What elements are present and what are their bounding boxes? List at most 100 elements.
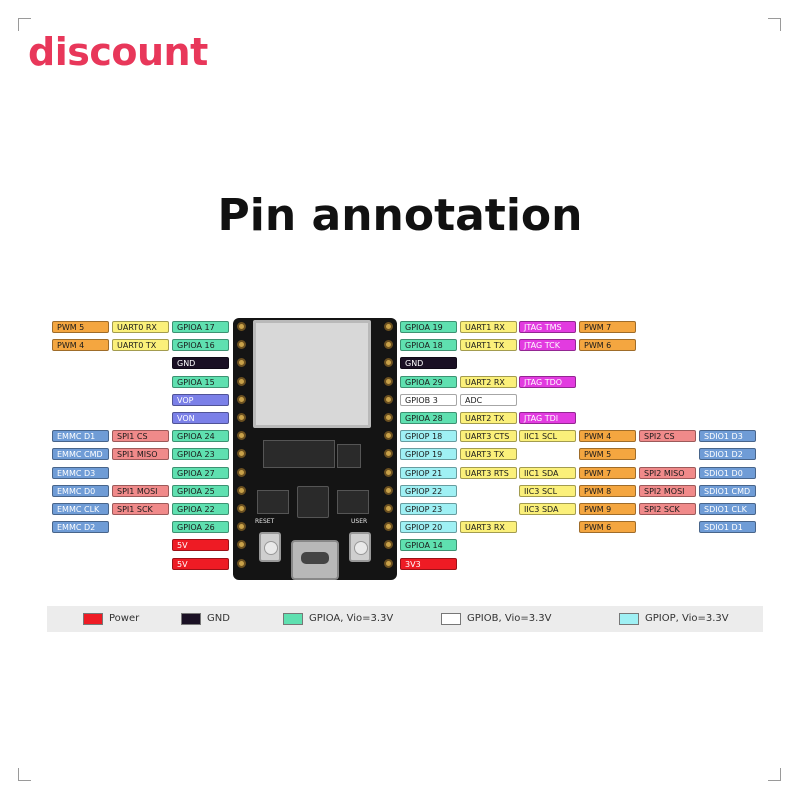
pin-label: PWM 8	[579, 484, 636, 497]
pin-label: JTAG TDI	[519, 412, 576, 424]
pin-label: GPIOP 20	[400, 521, 457, 534]
pin-label: GPIOA 24	[172, 430, 229, 443]
user-button[interactable]	[349, 532, 371, 562]
pin-label: SPI1 SCK	[112, 503, 169, 515]
header-pin	[237, 358, 246, 368]
pin-label: PWM 7	[579, 466, 636, 479]
pin-label: VON	[172, 412, 229, 424]
pin-label: GPIOA 23	[172, 448, 229, 461]
header-pin	[384, 394, 393, 404]
header-pin	[384, 431, 393, 441]
pin-label: GPIOA 17	[172, 321, 229, 333]
header-pin	[384, 449, 393, 459]
pin-label: SDIO1 CMD	[699, 484, 756, 497]
frame-corner-top-right	[768, 18, 781, 31]
ram-chip	[263, 440, 335, 468]
pin-label: VOP	[172, 393, 229, 406]
pin-label: GPIOP 19	[400, 448, 457, 461]
pin-label: SPI1 MISO	[112, 448, 169, 461]
reset-button[interactable]	[259, 532, 281, 562]
header-pin	[384, 340, 393, 350]
header-pin	[237, 485, 246, 495]
header-pin	[237, 449, 246, 459]
pin-label: PWM 6	[579, 339, 636, 352]
pin-label: GPIOP 18	[400, 430, 457, 443]
pin-label: EMMC D3	[52, 466, 109, 479]
pin-label: GPIOA 15	[172, 375, 229, 388]
header-pin	[237, 540, 246, 550]
pin-label: PWM 6	[579, 521, 636, 534]
pin-label: EMMC CLK	[52, 503, 109, 515]
pin-label: EMMC D1	[52, 430, 109, 443]
pin-label: GPIOB 3	[400, 393, 457, 406]
header-pin	[237, 413, 246, 422]
pin-label: SPI1 CS	[112, 430, 169, 443]
header-pin	[237, 376, 246, 386]
pin-label: PWM 5	[579, 448, 636, 461]
pin-label: IIC1 SCL	[519, 430, 576, 443]
header-pin	[237, 340, 246, 350]
pin-label: UART3 RX	[460, 521, 517, 534]
pin-label: GPIOA 27	[172, 466, 229, 479]
header-pin	[384, 358, 393, 368]
pin-label: SDIO1 CLK	[699, 503, 756, 515]
pin-label: IIC3 SCL	[519, 484, 576, 497]
pin-label: JTAG TCK	[519, 339, 576, 352]
pin-label: ADC	[460, 393, 517, 406]
pin-label: 3V3	[400, 557, 457, 570]
pmic-chip	[337, 444, 361, 468]
header-pin	[384, 467, 393, 477]
board: RESET USER	[233, 318, 397, 580]
legend-swatch	[283, 613, 303, 625]
controller-chip	[297, 486, 329, 518]
pin-label: SPI2 SCK	[639, 503, 696, 515]
pin-label: JTAG TDO	[519, 375, 576, 388]
pin-label: GND	[400, 357, 457, 370]
legend-swatch	[441, 613, 461, 625]
pin-label: GPIOP 22	[400, 484, 457, 497]
pin-label: SPI2 CS	[639, 430, 696, 443]
pin-label: UART2 RX	[460, 375, 517, 388]
pin-label: UART0 RX	[112, 321, 169, 333]
pin-label: 5V	[172, 557, 229, 570]
pin-label: GPIOA 19	[400, 321, 457, 333]
header-pin	[384, 322, 393, 331]
pin-label: UART3 TX	[460, 448, 517, 461]
sensor-chip	[337, 490, 369, 514]
header-pin	[384, 485, 393, 495]
frame-corner-bottom-right	[768, 768, 781, 781]
frame-corner-bottom-left	[18, 768, 31, 781]
reset-silk-label: RESET	[255, 518, 275, 525]
header-pin	[237, 522, 246, 532]
pin-label: IIC3 SDA	[519, 503, 576, 515]
pin-label: SPI2 MISO	[639, 466, 696, 479]
pin-label: SDIO1 D1	[699, 521, 756, 534]
pin-label: PWM 4	[52, 339, 109, 352]
header-pin	[237, 467, 246, 477]
pin-label: UART2 TX	[460, 412, 517, 424]
pin-label: GPIOA 28	[400, 412, 457, 424]
legend-label: GPIOA, Vio=3.3V	[309, 613, 394, 624]
pin-label: PWM 5	[52, 321, 109, 333]
pin-label: IIC1 SDA	[519, 466, 576, 479]
pin-label: GPIOA 25	[172, 484, 229, 497]
pin-label: UART3 RTS	[460, 466, 517, 479]
pin-label: GPIOA 22	[172, 503, 229, 515]
pin-label: SDIO1 D3	[699, 430, 756, 443]
pin-label: GPIOP 21	[400, 466, 457, 479]
pin-label: UART0 TX	[112, 339, 169, 352]
legend-label: Power	[109, 613, 140, 624]
pin-label: PWM 9	[579, 503, 636, 515]
usb-c-connector	[291, 540, 339, 580]
legend-label: GPIOP, Vio=3.3V	[645, 613, 729, 624]
pin-label: SDIO1 D0	[699, 466, 756, 479]
header-pin	[384, 540, 393, 550]
brand-label: discount	[28, 30, 208, 74]
header-pin	[237, 504, 246, 513]
user-silk-label: USER	[351, 518, 368, 525]
header-pin	[237, 322, 246, 331]
pin-label: GPIOA 14	[400, 539, 457, 552]
rf-shield	[253, 320, 371, 428]
pin-label: SPI2 MOSI	[639, 484, 696, 497]
